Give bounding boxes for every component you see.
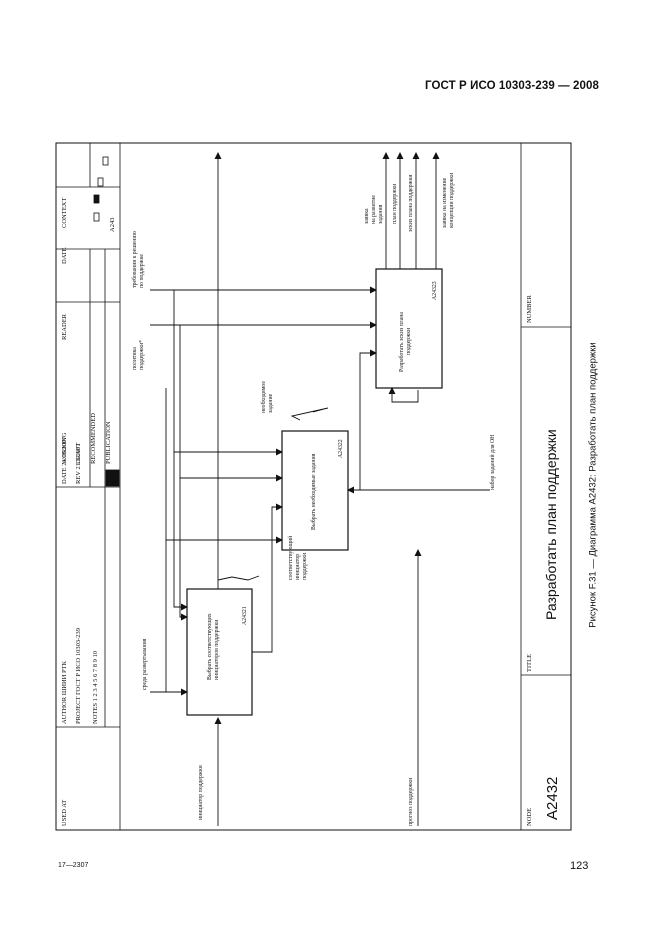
recommended-label: RECOMMENDED: [90, 413, 97, 464]
initiator-label: инициатор поддержки: [198, 765, 204, 820]
form-footer: [520, 143, 571, 830]
matching-line3: поддержки: [302, 553, 308, 580]
reader-label: READER: [61, 313, 68, 340]
box-a24323-line1: Разработать эскиз плана: [398, 312, 405, 372]
box-a24321-code: A24321: [242, 606, 248, 625]
requirements-line1: требования к решению: [131, 231, 138, 288]
forecast-label: прогноз поддержки: [408, 778, 414, 826]
out-request-line3: задания: [378, 204, 384, 224]
matching-line2: инициатор: [295, 554, 301, 580]
requirements-line2: по поддержке: [139, 254, 145, 288]
standard-header: ГОСТ Р ИСО 10303-239 — 2008: [424, 80, 599, 92]
publication-label: PUBLICATION: [105, 421, 112, 464]
out-change-line1: заявка на изменение: [442, 177, 448, 228]
task-set-label: набор заданий для ОН: [489, 434, 496, 490]
env-label: среда развертывания: [142, 638, 148, 690]
box-a24322-text: Выбрать необходимые задания: [310, 453, 317, 530]
node-value: A2432: [544, 777, 561, 820]
draft-label: DRAFT: [75, 443, 82, 464]
box-a24321-line1: Выбрать соответствующих: [206, 613, 213, 680]
box-a24323-code: A24323: [432, 281, 438, 300]
title-value: Разработать план поддержки: [543, 429, 559, 620]
matching-line1: соответствующий: [287, 536, 294, 580]
node-label: NODE: [526, 808, 533, 826]
box-a24322: Выбрать необходимые задания A24322: [281, 430, 349, 551]
out-request-line1: заявка: [364, 208, 370, 224]
box-a24322-code: A24322: [338, 439, 344, 458]
date-label: DATE 21.08.2007: [61, 436, 68, 484]
status-squares: [93, 156, 109, 222]
box-a24321-line2: инициаторов поддержки: [214, 620, 220, 680]
sheet-code: 17—2307: [58, 862, 89, 869]
used-at-label: USED AT: [61, 800, 68, 826]
box-a24323-line2: поддержки: [406, 328, 412, 355]
req-tasks-line2: задание: [268, 393, 274, 413]
policy-line1: политика: [132, 347, 138, 370]
project-label: PROJECT ГОСТ Р ИСО 10303-239: [75, 628, 82, 724]
context-label: CONTEXT: [61, 198, 68, 228]
box-a24323: Разработать эскиз плана поддержки A24323: [375, 268, 443, 389]
out-change-line2: концепции поддержки: [449, 173, 455, 228]
form-header: [56, 143, 121, 830]
author-label: AUTHOR ШИИИ РТК: [61, 660, 68, 724]
working-label: WORKING: [61, 432, 68, 464]
out-request-line2: на развитие: [371, 195, 377, 224]
date-col-label: DATE: [61, 247, 68, 264]
req-tasks-line1: необходимое: [260, 381, 267, 413]
box-a24321: Выбрать соответствующих инициаторов подд…: [186, 588, 253, 716]
arrows: [150, 152, 490, 826]
out-plan-label: план поддержки: [392, 184, 398, 224]
rev-label: REV 21.1.2007: [75, 443, 82, 484]
page-number: 123: [570, 860, 589, 872]
out-sketch-label: эскиз плана поддержки: [408, 174, 414, 232]
policy-line2: поддержки*: [139, 340, 145, 370]
diagram-frame: [55, 142, 572, 831]
context-node: A243: [109, 218, 116, 232]
title-label: TITLE: [526, 654, 533, 672]
number-label: NUMBER: [526, 295, 533, 323]
notes-label: NOTES 1 2 3 4 5 6 7 8 9 10: [92, 651, 99, 724]
